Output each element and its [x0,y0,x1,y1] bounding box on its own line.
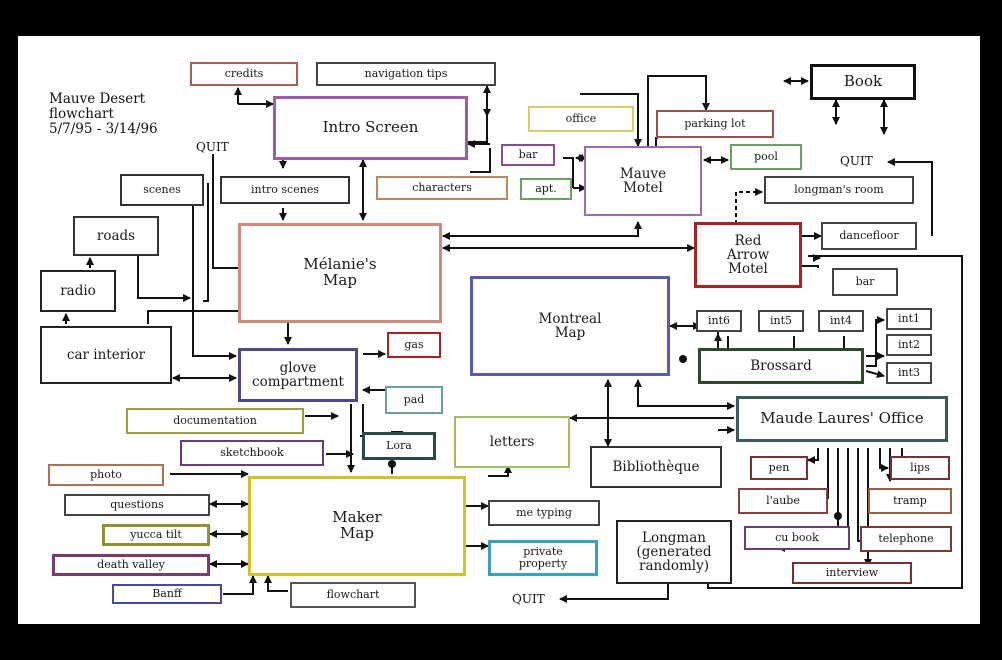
node-photo: photo [48,464,164,486]
node-death-valley: death valley [52,554,210,576]
node-letters: letters [454,416,570,468]
node-radio: radio [40,270,116,312]
node-pen: pen [750,456,808,480]
node-gas: gas [387,332,441,358]
node-questions: questions [64,494,210,516]
node-bar-right: bar [832,268,898,296]
node-flowchart: flowchart [290,582,416,608]
node-sketchbook: sketchbook [180,440,324,466]
node-dancefloor: dancefloor [821,222,917,250]
node-banff: Banff [112,584,222,604]
node-credits: credits [190,62,298,86]
quit-label-left: QUIT [196,140,229,154]
node-private-property: private property [488,540,598,576]
node-montreal-map: Montreal Map [470,276,670,376]
node-pool: pool [730,144,802,170]
quit-label-right: QUIT [840,154,873,168]
node-brossard: Brossard [698,348,864,384]
chart-title: Mauve Desert flowchart 5/7/95 - 3/14/96 [49,91,158,137]
node-longmans-room: longman's room [764,176,914,204]
flowchart-sheet: Mauve Desert flowchart 5/7/95 - 3/14/96 … [18,36,980,624]
connector-lines [62,75,963,603]
node-red-arrow-motel: Red Arrow Motel [694,222,802,288]
node-laube: l'aube [738,488,828,514]
node-parking-lot: parking lot [656,110,774,138]
node-navigation-tips: navigation tips [316,62,496,86]
node-bibliotheque: Bibliothèque [590,446,722,488]
node-glove-compartment: glove compartment [238,348,358,402]
node-tramp: tramp [868,488,952,514]
node-intro-scenes: intro scenes [220,176,350,204]
node-int2: int2 [886,334,932,356]
node-apt: apt. [520,178,572,200]
node-interview: interview [792,562,912,584]
node-car-interior: car interior [40,326,172,384]
node-lora: Lora [362,432,436,460]
node-maker-map: Maker Map [248,476,466,576]
node-yucca-tilt: yucca tilt [102,524,210,546]
node-pad: pad [385,386,443,414]
node-roads: roads [73,216,159,256]
node-intro-screen: Intro Screen [273,96,468,160]
node-int3: int3 [886,362,932,384]
quit-label-bottom: QUIT [512,592,545,606]
node-longman: Longman (generated randomly) [616,520,732,584]
node-telephone: telephone [860,526,952,552]
node-me-typing: me typing [488,500,600,526]
node-mauve-motel: Mauve Motel [584,146,702,216]
node-bar-top: bar [501,144,555,166]
node-documentation: documentation [126,408,304,434]
node-cu-book: cu book [744,526,850,550]
node-melanies-map: Mélanie's Map [238,223,442,323]
node-int1: int1 [886,308,932,330]
node-scenes: scenes [120,174,204,206]
node-int4: int4 [818,310,864,332]
node-office: office [528,106,634,132]
node-lips: lips [890,456,950,480]
node-characters: characters [376,176,508,200]
node-maude-laures-office: Maude Laures' Office [736,396,948,442]
node-book: Book [810,64,916,100]
node-int6: int6 [696,310,742,332]
node-int5: int5 [758,310,804,332]
